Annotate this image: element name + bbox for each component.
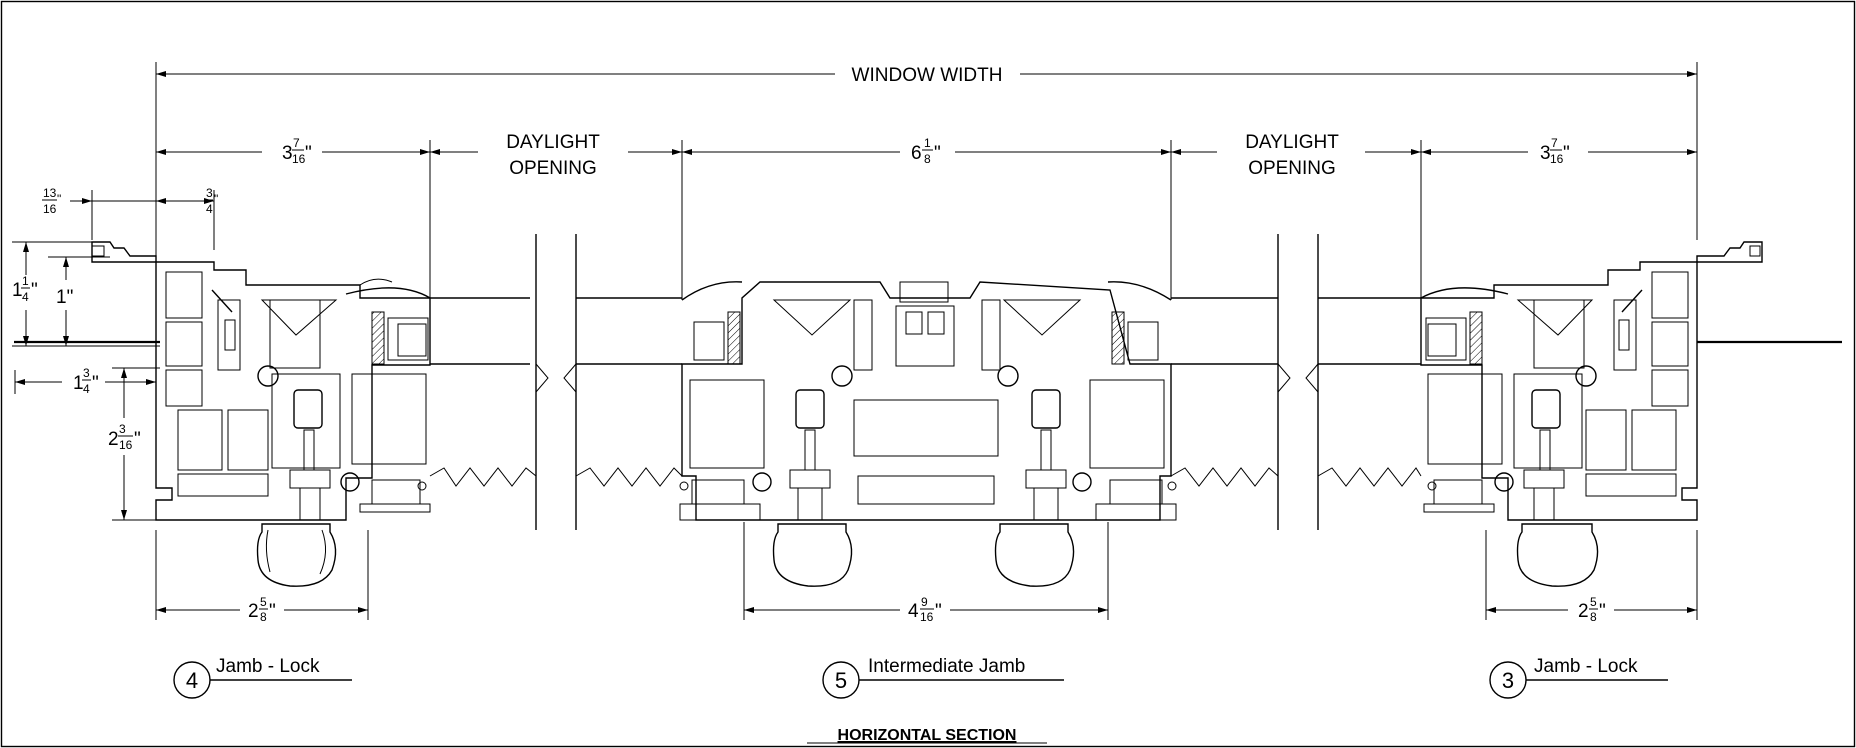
dim-mid-whole: 6	[911, 143, 922, 164]
dim-right-unit: "	[1563, 143, 1570, 164]
dim-3-4-num: 3	[206, 186, 213, 200]
dim-bottom-mid-unit: "	[935, 601, 942, 622]
left-side-dimensions: 13 16 " 3 4 " 1 1 4 " 1" 1 3 4 "	[12, 186, 218, 521]
dim-1-1-4-num: 1	[22, 274, 29, 288]
dim-13-16-num: 13	[43, 186, 57, 200]
callout-label: Jamb - Lock	[1534, 656, 1638, 677]
dim-bottom-left-den: 8	[260, 610, 267, 624]
dim-1-1-4-whole: 1	[12, 280, 23, 301]
dim-2-3-16-unit: "	[134, 429, 141, 450]
daylight-left-line2: OPENING	[509, 158, 597, 179]
bottom-dimensions: 2 5 8 " 4 9 16 " 2 5 8 "	[155, 522, 1698, 624]
callout-label: Jamb - Lock	[216, 656, 320, 677]
callout-label: Intermediate Jamb	[868, 656, 1025, 677]
callout-jamb-lock-right: 3 Jamb - Lock	[1489, 656, 1668, 699]
top-row-dimensions: 3 7 16 " DAYLIGHT OPENING 6 1 8 " DAYLIG…	[155, 132, 1697, 300]
daylight-right-line2: OPENING	[1248, 158, 1336, 179]
dim-left-den: 16	[292, 152, 306, 166]
dim-1-inch: 1"	[56, 287, 73, 308]
dim-bottom-left-unit: "	[269, 601, 276, 622]
dim-mid-num: 1	[924, 136, 931, 150]
dim-bottom-mid-whole: 4	[908, 601, 919, 622]
dim-bottom-right-num: 5	[1590, 595, 1597, 609]
dim-bottom-right-den: 8	[1590, 610, 1597, 624]
callout-number: 4	[186, 668, 198, 693]
dim-bottom-mid-den: 16	[920, 610, 934, 624]
dim-right-whole: 3	[1540, 143, 1551, 164]
dim-1-3-4-unit: "	[92, 373, 99, 394]
dim-2-3-16-num: 3	[119, 422, 126, 436]
section-title: HORIZONTAL SECTION	[838, 727, 1017, 744]
dim-right-num: 7	[1551, 136, 1558, 150]
window-width-label: WINDOW WIDTH	[852, 65, 1003, 86]
dim-2-3-16-whole: 2	[108, 429, 119, 450]
dim-bottom-right-whole: 2	[1578, 601, 1589, 622]
window-width-dimension: WINDOW WIDTH	[155, 62, 1698, 260]
dim-left-unit: "	[305, 143, 312, 164]
dim-left-whole: 3	[282, 143, 293, 164]
dim-13-16-unit: "	[57, 192, 61, 206]
dim-1-1-4-den: 4	[22, 290, 29, 304]
callout-number: 5	[835, 668, 847, 693]
dim-bottom-mid-num: 9	[921, 595, 928, 609]
dim-mid-den: 8	[924, 152, 931, 166]
callout-number: 3	[1502, 668, 1514, 693]
dim-right-den: 16	[1550, 152, 1564, 166]
dim-bottom-left-whole: 2	[248, 601, 259, 622]
dim-3-4-unit: "	[214, 192, 218, 206]
dim-13-16-den: 16	[43, 202, 57, 216]
callout-jamb-lock-left: 4 Jamb - Lock	[173, 656, 352, 699]
daylight-left-line1: DAYLIGHT	[506, 132, 600, 153]
right-jamb-profile	[1305, 234, 1842, 587]
intermediate-jamb-profile	[563, 234, 1291, 587]
dim-1-3-4-num: 3	[83, 366, 90, 380]
left-jamb-profile	[14, 234, 549, 587]
dim-3-4-den: 4	[206, 202, 213, 216]
dim-1-1-4-unit: "	[31, 280, 38, 301]
dim-2-3-16-den: 16	[119, 438, 133, 452]
callout-intermediate-jamb: 5 Intermediate Jamb	[822, 656, 1064, 699]
dim-1-3-4-whole: 1	[73, 373, 84, 394]
dim-bottom-right-unit: "	[1599, 601, 1606, 622]
dim-bottom-left-num: 5	[260, 595, 267, 609]
dim-left-num: 7	[293, 136, 300, 150]
dim-1-3-4-den: 4	[83, 382, 90, 396]
dim-mid-unit: "	[934, 143, 941, 164]
daylight-right-line1: DAYLIGHT	[1245, 132, 1339, 153]
